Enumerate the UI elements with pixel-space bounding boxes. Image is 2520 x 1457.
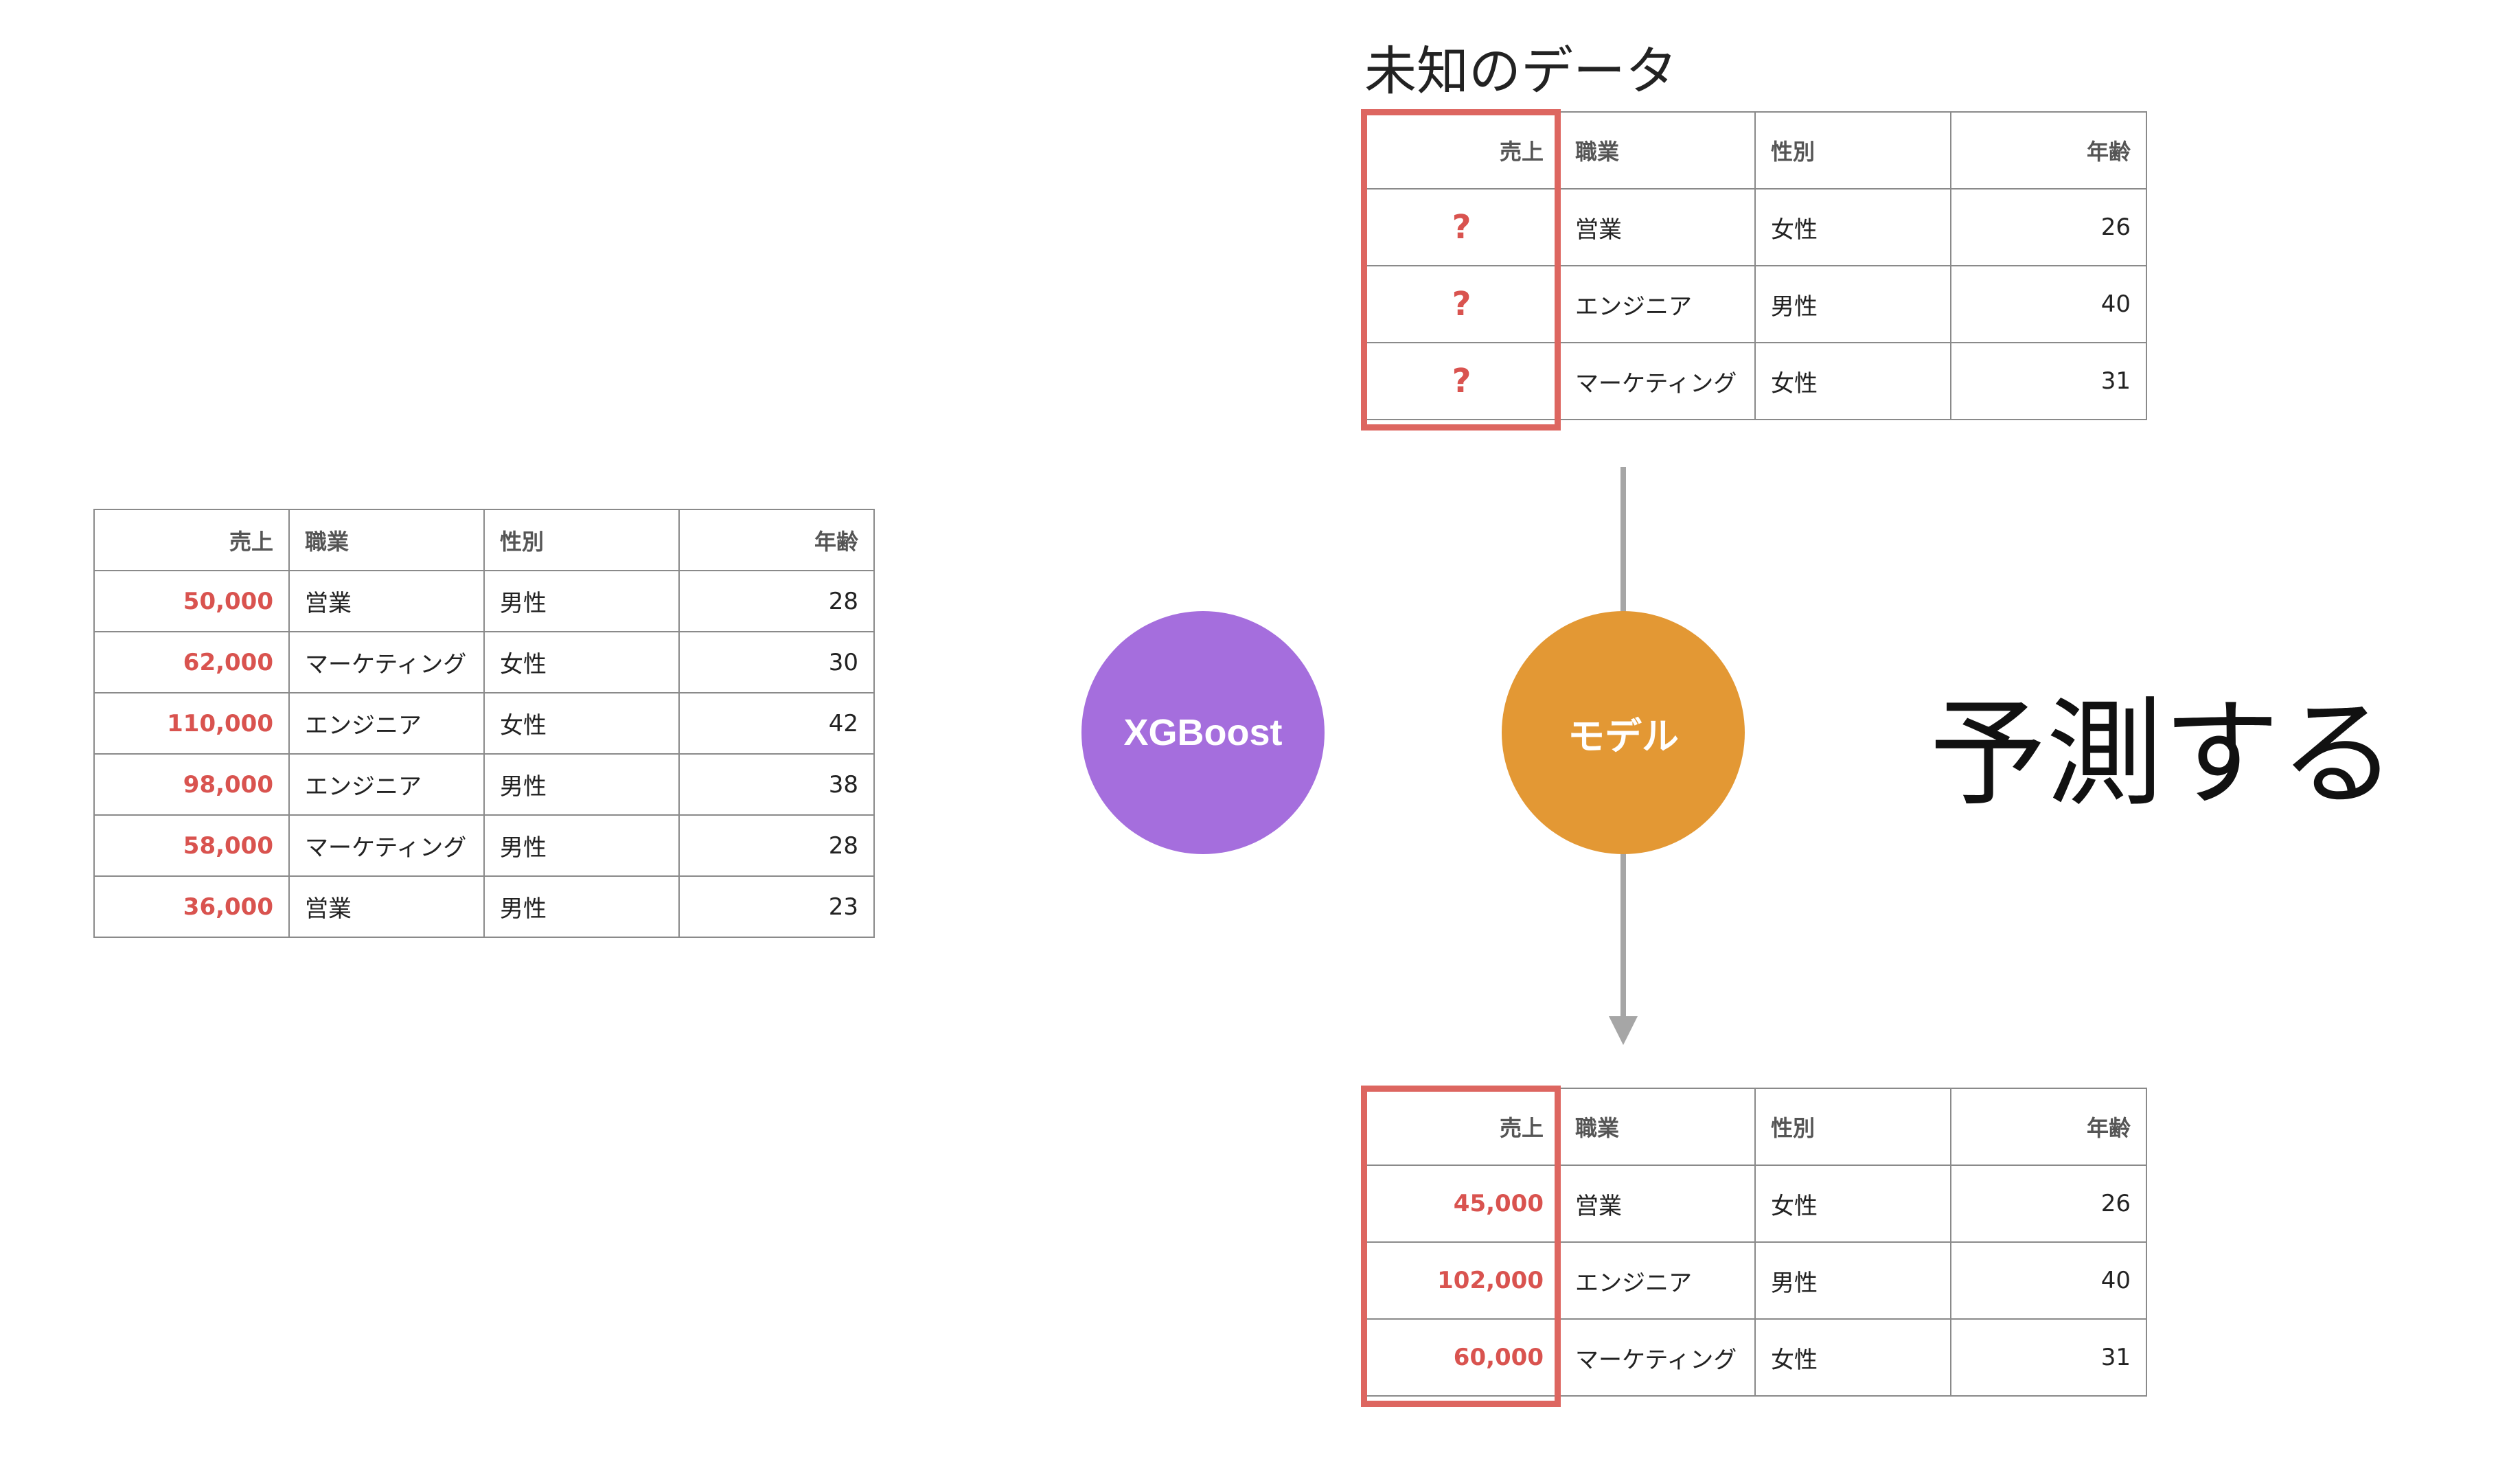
xgboost-label: XGBoost xyxy=(1123,712,1283,753)
sales-cell: 58,000 xyxy=(93,814,290,877)
header-age: 年齢 xyxy=(1950,111,2147,190)
table-row: 45,000 営業 女性 26 xyxy=(1363,1165,2147,1243)
gender-cell: 男性 xyxy=(483,753,680,816)
gender-cell: 女性 xyxy=(1754,1318,1951,1397)
table-row: 102,000 エンジニア 男性 40 xyxy=(1363,1241,2147,1320)
gender-cell: 男性 xyxy=(483,814,680,877)
table-row: 36,000 営業 男性 23 xyxy=(93,875,875,938)
table-row: 58,000 マーケティング 男性 28 xyxy=(93,814,875,877)
sales-cell: 50,000 xyxy=(93,570,290,632)
table-header-row: 売上 職業 性別 年齢 xyxy=(1363,111,2147,190)
job-cell: マーケティング xyxy=(288,631,485,693)
job-cell: 営業 xyxy=(288,875,485,938)
gender-cell: 女性 xyxy=(483,692,680,755)
gender-cell: 男性 xyxy=(483,570,680,632)
unknown-sales-icon: ? xyxy=(1363,265,1560,343)
job-cell: エンジニア xyxy=(1559,1241,1756,1320)
sales-cell: 60,000 xyxy=(1363,1318,1560,1397)
unknown-data-table: 売上 職業 性別 年齢 ? 営業 女性 26 ? エンジニア 男性 40 ? マ… xyxy=(1363,111,2147,420)
job-cell: エンジニア xyxy=(288,692,485,755)
header-gender: 性別 xyxy=(1754,1088,1951,1166)
sales-cell: 110,000 xyxy=(93,692,290,755)
header-sales: 売上 xyxy=(1363,111,1560,190)
gender-cell: 女性 xyxy=(1754,188,1951,266)
job-cell: 営業 xyxy=(1559,1165,1756,1243)
table-header-row: 売上 職業 性別 年齢 xyxy=(93,509,875,571)
gender-cell: 男性 xyxy=(483,875,680,938)
gender-cell: 女性 xyxy=(483,631,680,693)
table-row: 60,000 マーケティング 女性 31 xyxy=(1363,1318,2147,1397)
unknown-sales-icon: ? xyxy=(1363,188,1560,266)
gender-cell: 女性 xyxy=(1754,1165,1951,1243)
header-job: 職業 xyxy=(288,509,485,571)
unknown-data-title: 未知のデータ xyxy=(1364,41,1677,102)
sales-cell: 98,000 xyxy=(93,753,290,816)
age-cell: 28 xyxy=(678,814,875,877)
age-cell: 31 xyxy=(1950,1318,2147,1397)
predicted-data-table: 売上 職業 性別 年齢 45,000 営業 女性 26 102,000 エンジニ… xyxy=(1363,1088,2147,1397)
job-cell: エンジニア xyxy=(288,753,485,816)
sales-cell: 36,000 xyxy=(93,875,290,938)
age-cell: 26 xyxy=(1950,1165,2147,1243)
table-header-row: 売上 職業 性別 年齢 xyxy=(1363,1088,2147,1166)
unknown-sales-icon: ? xyxy=(1363,342,1560,420)
table-row: 110,000 エンジニア 女性 42 xyxy=(93,692,875,755)
age-cell: 31 xyxy=(1950,342,2147,420)
header-gender: 性別 xyxy=(483,509,680,571)
job-cell: マーケティング xyxy=(288,814,485,877)
training-table: 売上 職業 性別 年齢 50,000 営業 男性 28 62,000 マーケティ… xyxy=(93,509,875,938)
age-cell: 42 xyxy=(678,692,875,755)
age-cell: 23 xyxy=(678,875,875,938)
job-cell: 営業 xyxy=(1559,188,1756,266)
header-age: 年齢 xyxy=(678,509,875,571)
model-label: モデル xyxy=(1568,715,1679,757)
job-cell: 営業 xyxy=(288,570,485,632)
table-row: 50,000 営業 男性 28 xyxy=(93,570,875,632)
xgboost-circle: XGBoost xyxy=(1081,611,1325,854)
sales-cell: 62,000 xyxy=(93,631,290,693)
age-cell: 40 xyxy=(1950,265,2147,343)
table-row: 98,000 エンジニア 男性 38 xyxy=(93,753,875,816)
header-age: 年齢 xyxy=(1950,1088,2147,1166)
table-row: ? エンジニア 男性 40 xyxy=(1363,265,2147,343)
age-cell: 40 xyxy=(1950,1241,2147,1320)
table-row: ? マーケティング 女性 31 xyxy=(1363,342,2147,420)
age-cell: 28 xyxy=(678,570,875,632)
age-cell: 38 xyxy=(678,753,875,816)
age-cell: 30 xyxy=(678,631,875,693)
sales-cell: 45,000 xyxy=(1363,1165,1560,1243)
header-gender: 性別 xyxy=(1754,111,1951,190)
job-cell: エンジニア xyxy=(1559,265,1756,343)
header-sales: 売上 xyxy=(93,509,290,571)
arrow-head xyxy=(1609,1016,1638,1045)
gender-cell: 男性 xyxy=(1754,1241,1951,1320)
job-cell: マーケティング xyxy=(1559,1318,1756,1397)
gender-cell: 女性 xyxy=(1754,342,1951,420)
model-circle: モデル xyxy=(1502,611,1745,854)
age-cell: 26 xyxy=(1950,188,2147,266)
gender-cell: 男性 xyxy=(1754,265,1951,343)
predict-label: 予測する xyxy=(1929,687,2397,823)
table-row: 62,000 マーケティング 女性 30 xyxy=(93,631,875,693)
table-row: ? 営業 女性 26 xyxy=(1363,188,2147,266)
